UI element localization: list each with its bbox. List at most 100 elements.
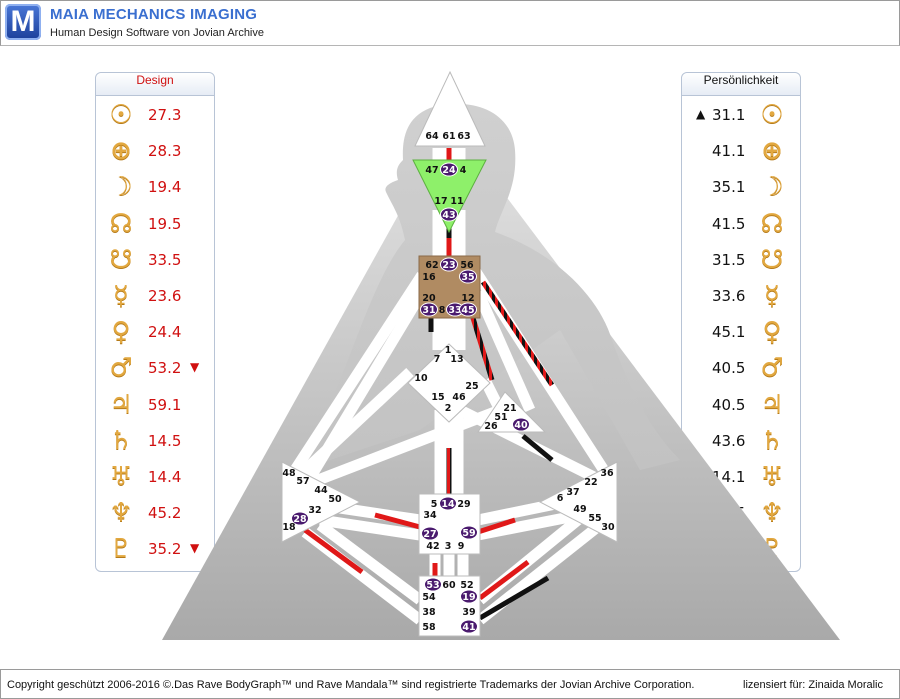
- gate-labels: 64 61 63 47 24 4 17 11 43 62 23 56 16 35…: [282, 131, 615, 634]
- active-gate-marker: [440, 207, 458, 222]
- personality-arrow: ▲: [696, 107, 706, 121]
- design-value: 53.2: [148, 359, 182, 378]
- venus-icon: ♀: [111, 317, 131, 348]
- neptune-icon: ♆: [760, 498, 784, 529]
- solar-plexus-center[interactable]: [538, 461, 618, 543]
- mars-icon: ♂: [109, 353, 133, 384]
- personality-value: 41.1: [712, 142, 746, 161]
- sun-icon: ☉: [760, 100, 784, 130]
- active-gate-marker: [460, 525, 478, 540]
- gate-60: 60: [442, 580, 456, 591]
- copyright-text: Copyright geschützt 2006-2016 ©.Das Rave…: [7, 679, 695, 691]
- design-row-venus: ♀ 24.4: [96, 314, 214, 350]
- gate-59: 59: [462, 528, 475, 539]
- active-gate-marker: [460, 589, 478, 604]
- earth-icon: ⊕: [110, 136, 132, 167]
- gate-1: 1: [445, 345, 452, 356]
- gate-12: 12: [461, 293, 474, 304]
- north-node-icon: ☊: [760, 208, 784, 239]
- g-center[interactable]: [407, 343, 491, 423]
- footer: Copyright geschützt 2006-2016 ©.Das Rave…: [0, 669, 900, 699]
- gate-6: 6: [557, 493, 564, 504]
- gate-8: 8: [439, 305, 446, 316]
- gate-42: 42: [426, 541, 439, 552]
- design-panel-title: Design: [96, 73, 214, 96]
- design-row-mars: ♂53.2▼: [96, 350, 214, 386]
- gate-4: 4: [460, 165, 467, 176]
- active-gate-marker: [460, 619, 478, 634]
- gate-49: 49: [573, 504, 586, 515]
- gate-64: 64: [425, 131, 439, 142]
- head-center[interactable]: [414, 70, 486, 147]
- saturn-icon: ♄: [760, 425, 784, 456]
- gate-35: 35: [461, 272, 474, 283]
- gate-27: 27: [423, 529, 436, 540]
- mercury-icon: ☿: [113, 281, 129, 311]
- design-arrow: ▼: [190, 541, 200, 556]
- gate-45: 45: [461, 305, 474, 316]
- personality-row-earth: ⊕41.1: [682, 133, 800, 169]
- gate-40: 40: [514, 420, 528, 431]
- active-gate-marker: [439, 496, 457, 511]
- neptune-icon: ♆: [109, 498, 133, 529]
- gate-50: 50: [328, 494, 342, 505]
- design-row-moon: ☽19.4: [96, 169, 214, 205]
- active-gate-marker: [291, 511, 309, 526]
- personality-value: 43.6: [712, 431, 746, 450]
- app-header: M MAIA MECHANICS IMAGING Human Design So…: [0, 0, 900, 46]
- design-value: 45.2: [148, 504, 182, 523]
- gate-58: 58: [422, 622, 436, 633]
- personality-value: 40.5: [712, 395, 746, 414]
- active-gate-marker: [440, 162, 458, 177]
- personality-row-sun: ☉31.1▲: [682, 97, 800, 133]
- design-row-neptune: ♆ 45.2: [96, 495, 214, 531]
- gate-5: 5: [431, 499, 438, 510]
- gate-19: 19: [462, 592, 475, 603]
- personality-row-saturn: ♄ 43.6: [682, 423, 800, 459]
- saturn-icon: ♄: [109, 425, 133, 456]
- design-value: 19.4: [148, 178, 182, 197]
- mercury-icon: ☿: [764, 281, 780, 311]
- personality-row-south-node: ☋31.5: [682, 242, 800, 278]
- gate-31: 31: [422, 305, 435, 316]
- north-node-icon: ☊: [109, 208, 133, 239]
- gate-37: 37: [566, 487, 579, 498]
- gate-30: 30: [601, 522, 615, 533]
- ajna-center[interactable]: [412, 159, 487, 234]
- gate-28: 28: [293, 514, 307, 525]
- active-gate-marker: [512, 417, 530, 432]
- uranus-icon: ♅: [109, 462, 133, 492]
- gate-21: 21: [503, 403, 516, 414]
- gate-16: 16: [422, 272, 436, 283]
- design-value: 35.2: [148, 540, 182, 559]
- design-value: 23.6: [148, 287, 182, 305]
- personality-value: 33.6: [712, 287, 746, 305]
- gate-24: 24: [442, 165, 456, 176]
- personality-value: 35.1: [712, 178, 746, 197]
- design-value: 19.5: [148, 214, 182, 233]
- personality-panel-title: Persönlichkeit: [682, 73, 800, 96]
- gate-39: 39: [462, 607, 475, 618]
- gate-11: 11: [450, 196, 463, 207]
- gate-33: 33: [448, 305, 461, 316]
- south-node-icon: ☋: [760, 244, 784, 275]
- personality-row-jupiter: ♃40.5: [682, 387, 800, 423]
- design-panel: Design ☉27.3⊕28.3☽19.4☊19.5☋33.5☿23.6♀24…: [95, 72, 215, 572]
- design-row-mercury: ☿ 23.6: [96, 278, 214, 314]
- gate-51: 51: [494, 412, 507, 423]
- gate-14: 14: [441, 499, 455, 510]
- design-row-jupiter: ♃59.1: [96, 387, 214, 423]
- design-value: 14.4: [148, 468, 182, 486]
- design-value: 24.4: [148, 323, 182, 342]
- active-gate-marker: [424, 577, 442, 592]
- gate-48: 48: [282, 468, 296, 479]
- gate-18: 18: [282, 522, 296, 533]
- design-value: 14.5: [148, 431, 182, 450]
- gate-54: 54: [422, 592, 436, 603]
- personality-value: 45.1: [712, 323, 746, 342]
- gate-47: 47: [425, 165, 438, 176]
- sun-icon: ☉: [109, 100, 133, 130]
- active-gate-marker: [459, 269, 477, 284]
- gate-22: 22: [584, 477, 597, 488]
- gate-3: 3: [445, 541, 452, 552]
